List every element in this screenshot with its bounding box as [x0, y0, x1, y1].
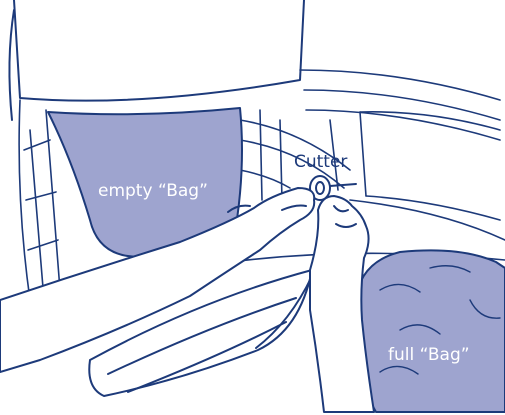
cutter-label: Cutter: [294, 152, 347, 172]
empty-bag-label: empty “Bag”: [98, 181, 208, 201]
full-bag: [355, 250, 505, 412]
full-bag-label: full “Bag”: [388, 345, 470, 365]
container-body: [9, 0, 304, 120]
